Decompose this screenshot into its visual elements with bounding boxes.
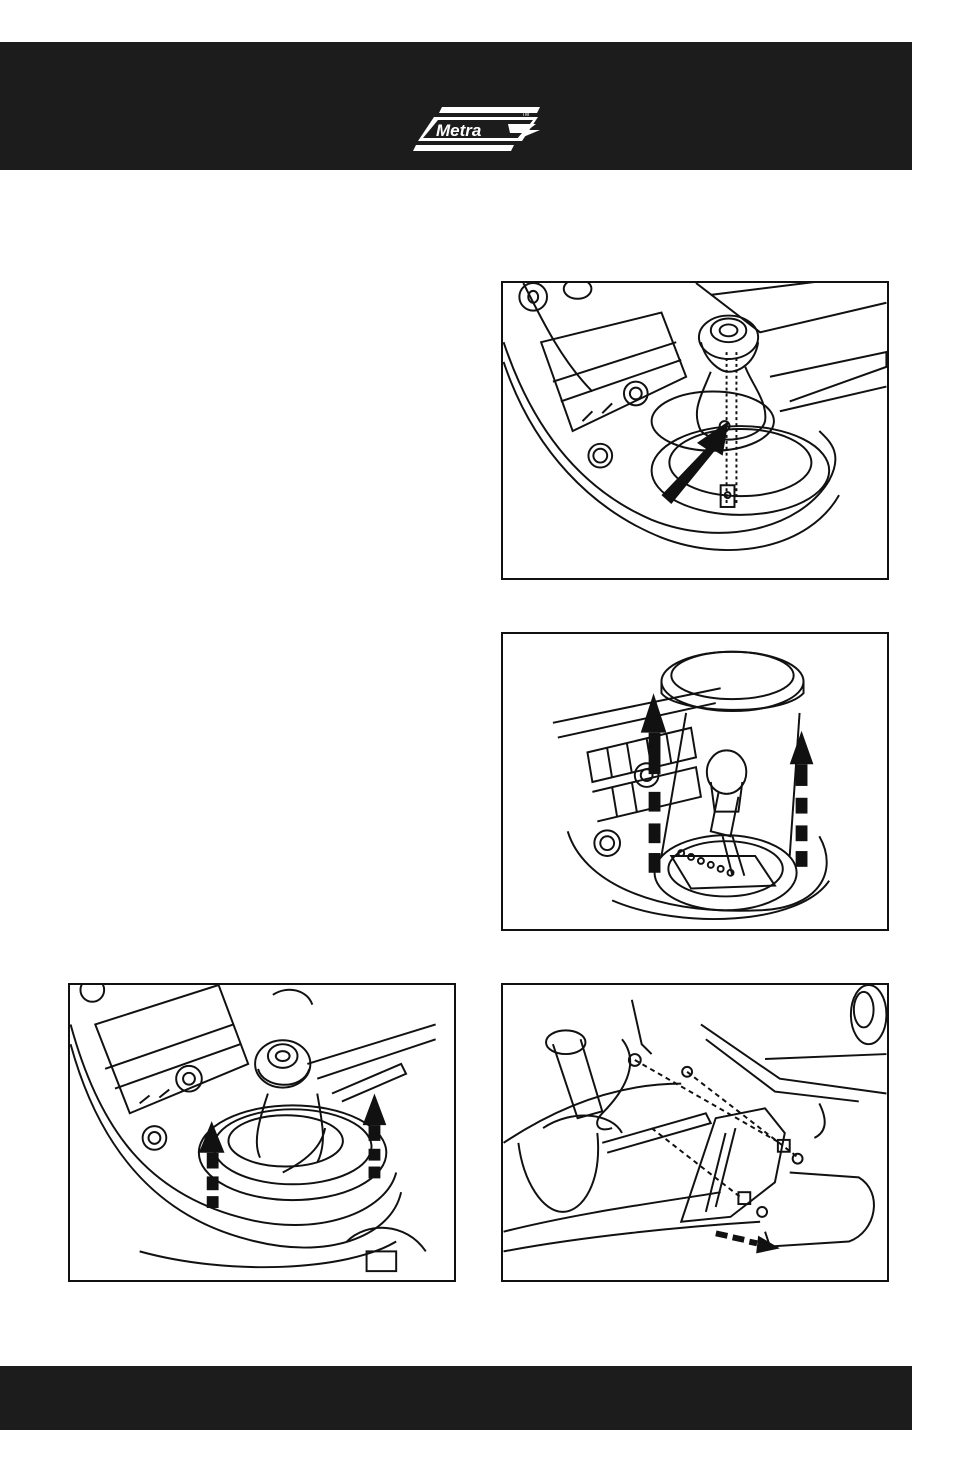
- figure-shift-knob-removal: [501, 281, 889, 580]
- figure-shift-boot-removal: [68, 983, 456, 1282]
- figure-console-panel-removal: [501, 983, 889, 1282]
- logo-trademark: TM: [522, 112, 529, 118]
- footer-band: [0, 1366, 912, 1430]
- console-panel-removal-illustration: [503, 985, 887, 1280]
- shifter-trim-ring-removal-illustration: [503, 634, 887, 929]
- logo-text: Metra: [436, 121, 481, 140]
- figure-trim-ring-removal: [501, 632, 889, 931]
- header-band: Metra TM: [0, 42, 912, 170]
- shift-knob-removal-illustration: [503, 283, 887, 578]
- shift-boot-removal-illustration: [70, 985, 454, 1280]
- metra-logo-icon: Metra TM: [412, 104, 542, 154]
